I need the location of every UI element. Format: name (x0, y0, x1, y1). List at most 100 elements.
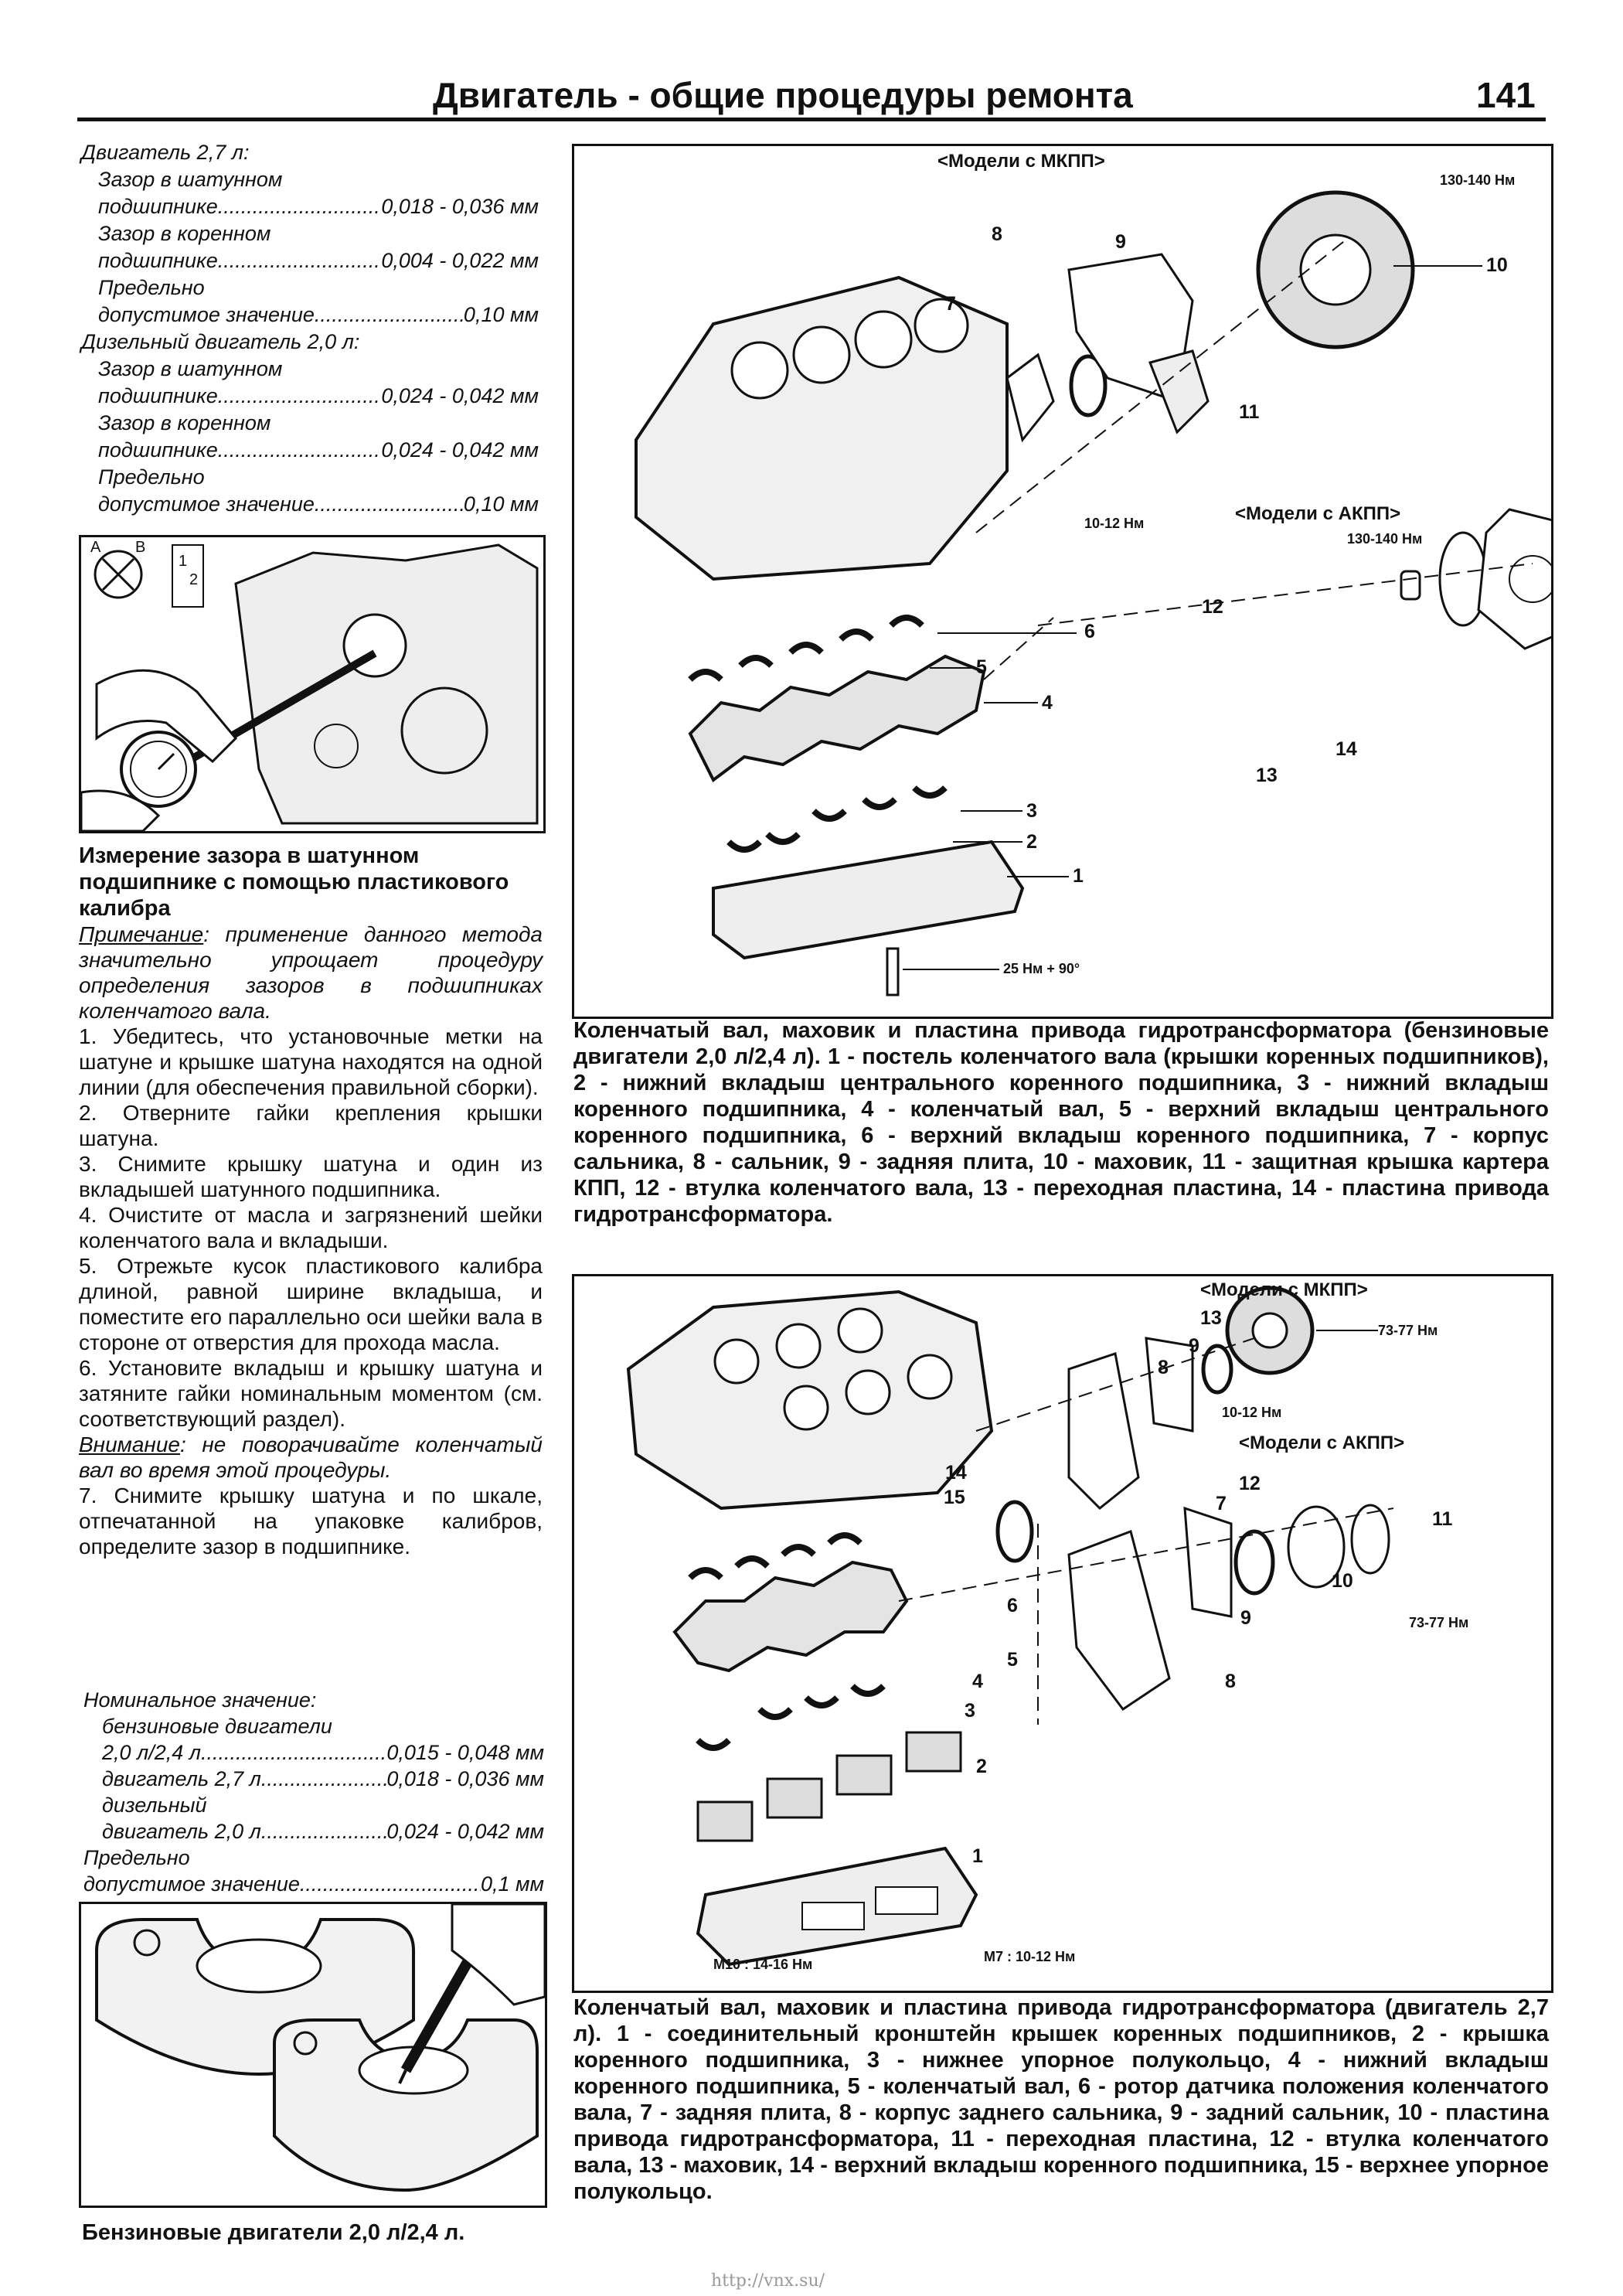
nominal-label: двигатель 2,7 л. (102, 1767, 267, 1790)
callout-7: 7 (945, 293, 956, 315)
nominal-value: 0,018 - 0,036 мм (386, 1767, 544, 1790)
nominal-row: 2,0 л/2,4 л0,015 - 0,048 мм (83, 1739, 544, 1766)
label-akpp: <Модели с АКПП> (1239, 1432, 1405, 1453)
nominal-label: двигатель 2,0 л. (102, 1820, 267, 1843)
callout-9: 9 (1189, 1335, 1199, 1357)
callout-8: 8 (992, 223, 1002, 245)
callout-8: 8 (1158, 1357, 1169, 1378)
callout-1: 1 (1073, 865, 1084, 887)
spec-engine-27: Двигатель 2,7 л: (81, 141, 250, 164)
callout-7: 7 (1216, 1493, 1227, 1514)
callout-9: 9 (1115, 231, 1126, 253)
spec-limit: Предельно (98, 276, 205, 299)
watermark: http://vnx.su/ (711, 2271, 825, 2291)
spec-limit: Предельно (98, 465, 205, 489)
exploded-view-figure-1: <Модели с МКПП> 130-140 Нм 10 9 8 7 11 1… (572, 144, 1553, 1019)
spec-row: подшипнике 0,018 - 0,036 мм (81, 193, 539, 220)
spec-main-clearance: Зазор в коренном (98, 222, 271, 245)
step-5: 5. Отрежьте кусок пластикового калибра д… (79, 1254, 543, 1354)
callout-10: 10 (1332, 1570, 1353, 1592)
spec-row: подшипнике 0,024 - 0,042 мм (81, 437, 539, 464)
nominal-row: двигатель 2,0 л. 0,024 - 0,042 мм (83, 1818, 544, 1845)
warning-text: : не поворачивайте коленчатый вал во вре… (79, 1432, 543, 1482)
callout-9b: 9 (1240, 1607, 1251, 1629)
spec-row: допустимое значение 0,10 мм (81, 301, 539, 329)
label-a: A (90, 539, 101, 556)
exploded-view-figure-2: <Модели с МКПП> 13 73-77 Нм 9 8 10-12 Нм… (572, 1274, 1553, 1993)
step-4: 4. Очистите от масла и загрязнений шейки… (79, 1203, 543, 1252)
torque-label: 73-77 Нм (1378, 1323, 1438, 1338)
bearing-cap-illustration (95, 1904, 545, 2192)
spec-value: 0,10 мм (463, 303, 539, 326)
callout-2: 2 (976, 1756, 987, 1777)
note-label: Примечание (79, 922, 204, 946)
step-6: 6. Установите вкладыш и крышку шатуна и … (79, 1356, 543, 1431)
spec-label: допустимое значение (98, 492, 315, 516)
spec-rod-clearance: Зазор в шатунном (98, 357, 283, 380)
callout-2: 2 (1026, 831, 1037, 853)
spec-value: 0,018 - 0,036 мм (381, 195, 539, 218)
label-1: 1 (179, 553, 188, 570)
label-b: B (135, 539, 146, 556)
callout-12: 12 (1239, 1473, 1261, 1494)
page-number: 141 (1476, 75, 1536, 115)
nominal-values: Номинальное значение: бензиновые двигате… (83, 1687, 544, 1897)
spec-diesel-20: Дизельный двигатель 2,0 л: (81, 330, 360, 353)
callout-3: 3 (965, 1700, 975, 1722)
callout-14: 14 (945, 1462, 967, 1484)
crankshaft-exploded-illustration-2 (626, 1286, 1394, 1967)
warning: Внимание: не поворачивайте коленчатый ва… (79, 1432, 543, 1483)
callout-8b: 8 (1225, 1671, 1236, 1692)
dial-gauge-figure: A B 1 2 (79, 535, 546, 833)
step-1: 1. Убедитесь, что установочные метки на … (79, 1024, 543, 1099)
nominal-label: допустимое значение (83, 1872, 300, 1896)
nominal-value: 0,015 - 0,048 мм (386, 1741, 544, 1764)
spec-rod-clearance: Зазор в шатунном (98, 168, 283, 191)
spec-row: подшипнике 0,004 - 0,022 мм (81, 247, 539, 274)
spec-label: подшипнике (98, 249, 218, 272)
nominal-value: 0,024 - 0,042 мм (386, 1820, 544, 1843)
spec-row: допустимое значение 0,10 мм (81, 491, 539, 518)
nominal-petrol: бензиновые двигатели (102, 1715, 332, 1738)
callout-13: 13 (1256, 765, 1278, 786)
callout-5: 5 (976, 656, 987, 678)
callout-15: 15 (944, 1487, 965, 1508)
callout-14: 14 (1335, 738, 1357, 760)
callout-4: 4 (1042, 692, 1053, 714)
spec-label: допустимое значение (98, 303, 315, 326)
callout-11: 11 (1432, 1508, 1453, 1530)
crankshaft-exploded-illustration-1 (635, 190, 1551, 996)
label-mkpp: <Модели с МКПП> (1200, 1279, 1368, 1300)
spec-value: 0,024 - 0,042 мм (381, 384, 539, 407)
dial-gauge-illustration (81, 543, 539, 831)
torque-label: M7 : 10-12 Нм (984, 1949, 1076, 1964)
label-mkpp: <Модели с МКПП> (937, 151, 1105, 172)
nominal-limit: Предельно (83, 1846, 190, 1869)
torque-label: 130-140 Нм (1440, 172, 1516, 188)
callout-5: 5 (1007, 1649, 1018, 1671)
spec-value: 0,004 - 0,022 мм (381, 249, 539, 272)
callout-6: 6 (1007, 1595, 1018, 1616)
nominal-row: двигатель 2,7 л. 0,018 - 0,036 мм (83, 1766, 544, 1792)
spec-block: Двигатель 2,7 л: Зазор в шатунном подшип… (81, 139, 539, 518)
warning-label: Внимание (79, 1432, 180, 1456)
torque-label: 73-77 Нм (1409, 1615, 1469, 1630)
nominal-diesel: дизельный (102, 1794, 207, 1817)
callout-12: 12 (1202, 596, 1223, 618)
figure-1-caption: Коленчатый вал, маховик и пластина приво… (573, 1018, 1549, 1227)
spec-value: 0,024 - 0,042 мм (381, 438, 539, 462)
torque-label: 10-12 Нм (1084, 516, 1145, 531)
torque-label: 10-12 Нм (1222, 1405, 1282, 1420)
callout-4: 4 (972, 1671, 983, 1692)
spec-value: 0,10 мм (463, 492, 539, 516)
torque-label: M10 : 14-16 Нм (713, 1957, 813, 1972)
spec-label: подшипнике (98, 438, 218, 462)
spec-label: подшипнике (98, 195, 218, 218)
callout-10: 10 (1486, 254, 1508, 276)
step-7: 7. Снимите крышку шатуна и по шкале, отп… (79, 1484, 543, 1558)
callout-13: 13 (1200, 1307, 1222, 1329)
page-title: Двигатель - общие процедуры ремонта (433, 75, 1133, 115)
spec-main-clearance: Зазор в коренном (98, 411, 271, 434)
section-heading: Измерение зазора в шатунном подшипнике с… (79, 843, 509, 921)
step-3: 3. Снимите крышку шатуна и один из вклад… (79, 1152, 543, 1201)
